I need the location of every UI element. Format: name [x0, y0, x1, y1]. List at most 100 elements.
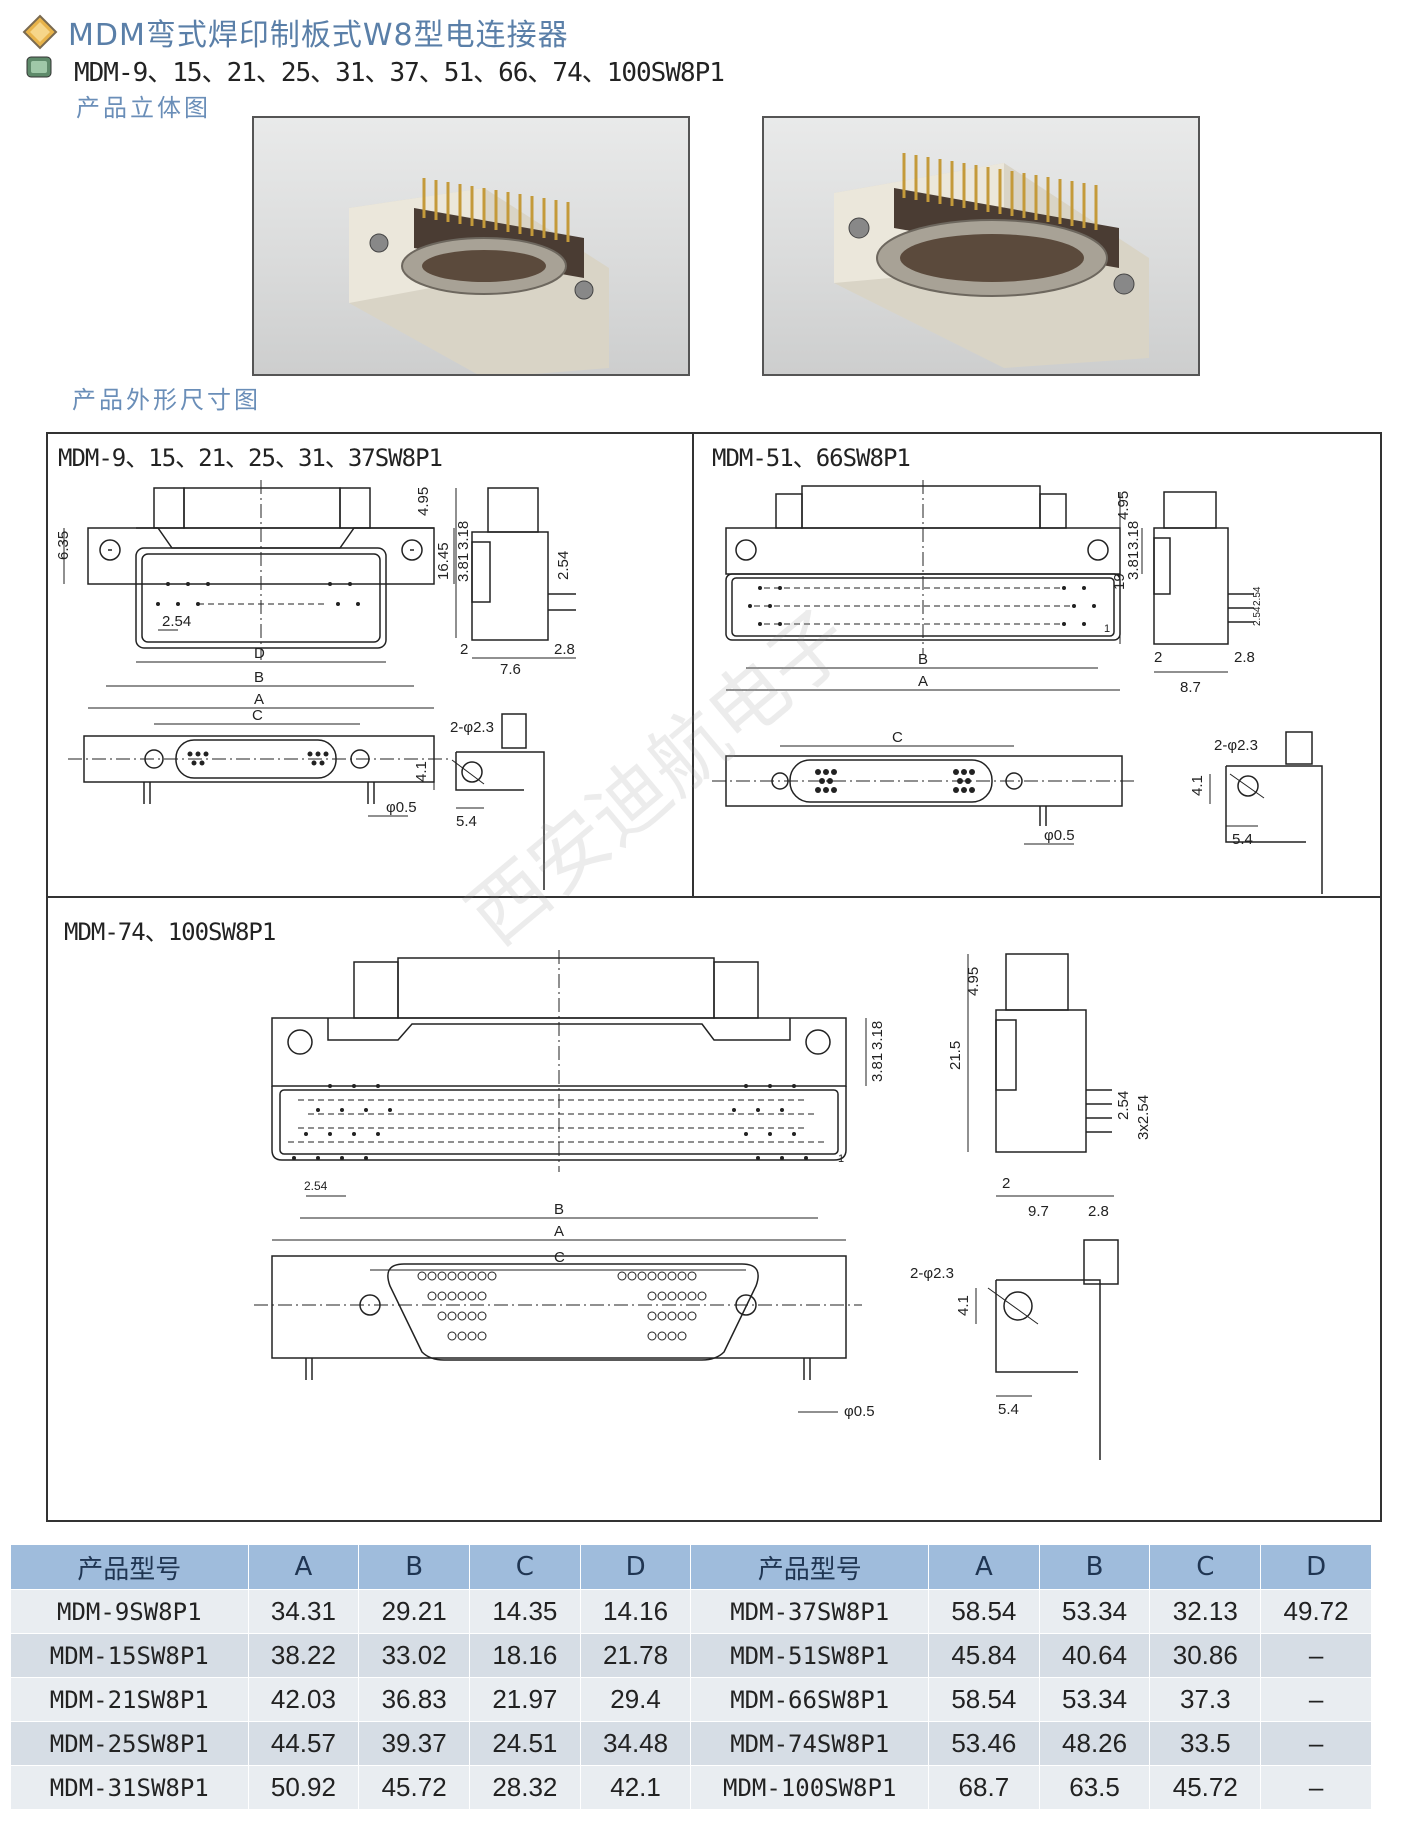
table-row: MDM-31SW8P1 50.92 45.72 28.32 42.1 MDM-1…: [10, 1765, 1372, 1810]
value-cell: 42.1: [579, 1765, 692, 1810]
model-cell: MDM-9SW8P1: [10, 1589, 249, 1634]
model-cell: MDM-51SW8P1: [690, 1633, 929, 1678]
p3-dim-hole: 2-φ2.3: [910, 1265, 954, 1282]
p2-dim-A: A: [918, 673, 928, 690]
value-cell: 32.13: [1149, 1589, 1262, 1634]
table-row: MDM-25SW8P1 44.57 39.37 24.51 34.48 MDM-…: [10, 1721, 1372, 1766]
panel2-drawing: 4.95 19 3.18 3.81 2.54 2.54 1 B A 2 8.7 …: [712, 480, 1323, 894]
p3-dim-28: 2.8: [1088, 1203, 1109, 1220]
value-cell: 45.72: [358, 1765, 470, 1810]
value-cell: 58.54: [928, 1677, 1040, 1722]
value-cell: 37.3: [1149, 1677, 1262, 1722]
p1-dim-54: 5.4: [456, 813, 477, 830]
p2-dim-B: B: [918, 651, 928, 668]
p1-dim-C: C: [252, 707, 263, 724]
value-cell: 38.22: [247, 1633, 360, 1678]
value-cell: 58.54: [928, 1589, 1040, 1634]
connector-render-small: [349, 178, 609, 378]
header-model-2: 产品型号: [690, 1544, 929, 1590]
model-cell: MDM-21SW8P1: [10, 1677, 249, 1722]
header-A-2: A: [928, 1544, 1040, 1590]
section-dimensions: 产品外形尺寸图: [72, 386, 261, 414]
value-cell: –: [1260, 1633, 1372, 1678]
p1-dim-318: 3.18: [455, 521, 472, 550]
header-A: A: [247, 1544, 360, 1590]
p3-dim-2: 2: [1002, 1175, 1010, 1192]
value-cell: 14.16: [579, 1589, 692, 1634]
panel2-label: MDM-51、66SW8P1: [712, 444, 911, 472]
product-photo-left: [252, 116, 690, 378]
frame-divider-h: [46, 896, 1382, 898]
p2-dim-495: 4.95: [1115, 491, 1132, 520]
p3-pin-one: 1: [838, 1153, 844, 1165]
table-row: MDM-15SW8P1 38.22 33.02 18.16 21.78 MDM-…: [10, 1633, 1372, 1678]
connector-render-large: [834, 153, 1149, 368]
value-cell: 21.97: [469, 1677, 581, 1722]
p2-dim-28: 2.8: [1234, 649, 1255, 666]
value-cell: 33.5: [1149, 1721, 1262, 1766]
model-cell: MDM-74SW8P1: [690, 1721, 929, 1766]
value-cell: –: [1260, 1677, 1372, 1722]
header-D-2: D: [1260, 1544, 1372, 1590]
value-cell: 30.86: [1149, 1633, 1262, 1678]
header-D: D: [579, 1544, 692, 1590]
p3-dim-3x254: 3x2.54: [1135, 1095, 1152, 1140]
p3-dim-215: 21.5: [947, 1041, 964, 1070]
p3-dim-254v: 2.54: [1115, 1091, 1132, 1120]
value-cell: 14.35: [469, 1589, 581, 1634]
p1-dim-76: 7.6: [500, 661, 521, 678]
table-header-row: 产品型号 A B C D 产品型号 A B C D: [10, 1544, 1372, 1590]
p1-dim-28: 2.8: [554, 641, 575, 658]
value-cell: 49.72: [1260, 1589, 1372, 1634]
value-cell: 53.46: [928, 1721, 1040, 1766]
square-bullet-icon: [26, 56, 52, 78]
value-cell: 34.48: [579, 1721, 692, 1766]
product-photo-right: [762, 116, 1200, 376]
p3-dim-381: 3.81: [869, 1053, 886, 1082]
panel3-label: MDM-74、100SW8P1: [64, 918, 276, 946]
model-cell: MDM-25SW8P1: [10, 1721, 249, 1766]
header-model: 产品型号: [10, 1544, 249, 1590]
p2-dim-318: 3.18: [1125, 521, 1142, 550]
p2-dim-54: 5.4: [1232, 831, 1253, 848]
p2-dim-381: 3.81: [1125, 551, 1142, 580]
p2-dim-2: 2: [1154, 649, 1162, 666]
p1-dim-A: A: [254, 691, 264, 708]
value-cell: 45.72: [1149, 1765, 1262, 1810]
value-cell: 29.4: [579, 1677, 692, 1722]
p2-dim-41: 4.1: [1189, 775, 1206, 796]
p3-dim-pin: φ0.5: [844, 1403, 875, 1420]
page-title: MDM弯式焊印制板式W8型电连接器: [68, 18, 569, 53]
panel1-drawing: 6.35 4.95 16.45 3.18 3.81 2.54 2.54 D B …: [55, 480, 576, 890]
p3-dim-A: A: [554, 1223, 564, 1240]
value-cell: 33.02: [358, 1633, 470, 1678]
value-cell: 45.84: [928, 1633, 1040, 1678]
p3-dim-41: 4.1: [955, 1295, 972, 1316]
p1-dim-2: 2: [460, 641, 468, 658]
model-cell: MDM-100SW8P1: [690, 1765, 929, 1810]
p1-dim-254v: 2.54: [555, 551, 572, 580]
value-cell: 18.16: [469, 1633, 581, 1678]
panel1-label: MDM-9、15、21、25、31、37SW8P1: [58, 444, 443, 472]
p2-dim-hole: 2-φ2.3: [1214, 737, 1258, 754]
p3-dim-318: 3.18: [869, 1021, 886, 1050]
value-cell: 28.32: [469, 1765, 581, 1810]
p1-dim-381: 3.81: [455, 553, 472, 582]
p1-dim-D: D: [254, 645, 265, 662]
p1-dim-495: 4.95: [415, 487, 432, 516]
value-cell: 24.51: [469, 1721, 581, 1766]
value-cell: 53.34: [1038, 1677, 1151, 1722]
value-cell: 63.5: [1038, 1765, 1151, 1810]
model-cell: MDM-37SW8P1: [690, 1589, 929, 1634]
p1-dim-pitch: 2.54: [162, 613, 191, 630]
diamond-bullet-icon: [22, 14, 58, 50]
p1-dim-41: 4.1: [413, 761, 430, 782]
value-cell: 53.34: [1038, 1589, 1151, 1634]
model-cell: MDM-66SW8P1: [690, 1677, 929, 1722]
value-cell: 39.37: [358, 1721, 470, 1766]
value-cell: 68.7: [928, 1765, 1040, 1810]
p1-dim-1645: 16.45: [435, 542, 452, 580]
value-cell: –: [1260, 1721, 1372, 1766]
p2-pin-one: 1: [1104, 623, 1110, 635]
value-cell: 29.21: [358, 1589, 470, 1634]
